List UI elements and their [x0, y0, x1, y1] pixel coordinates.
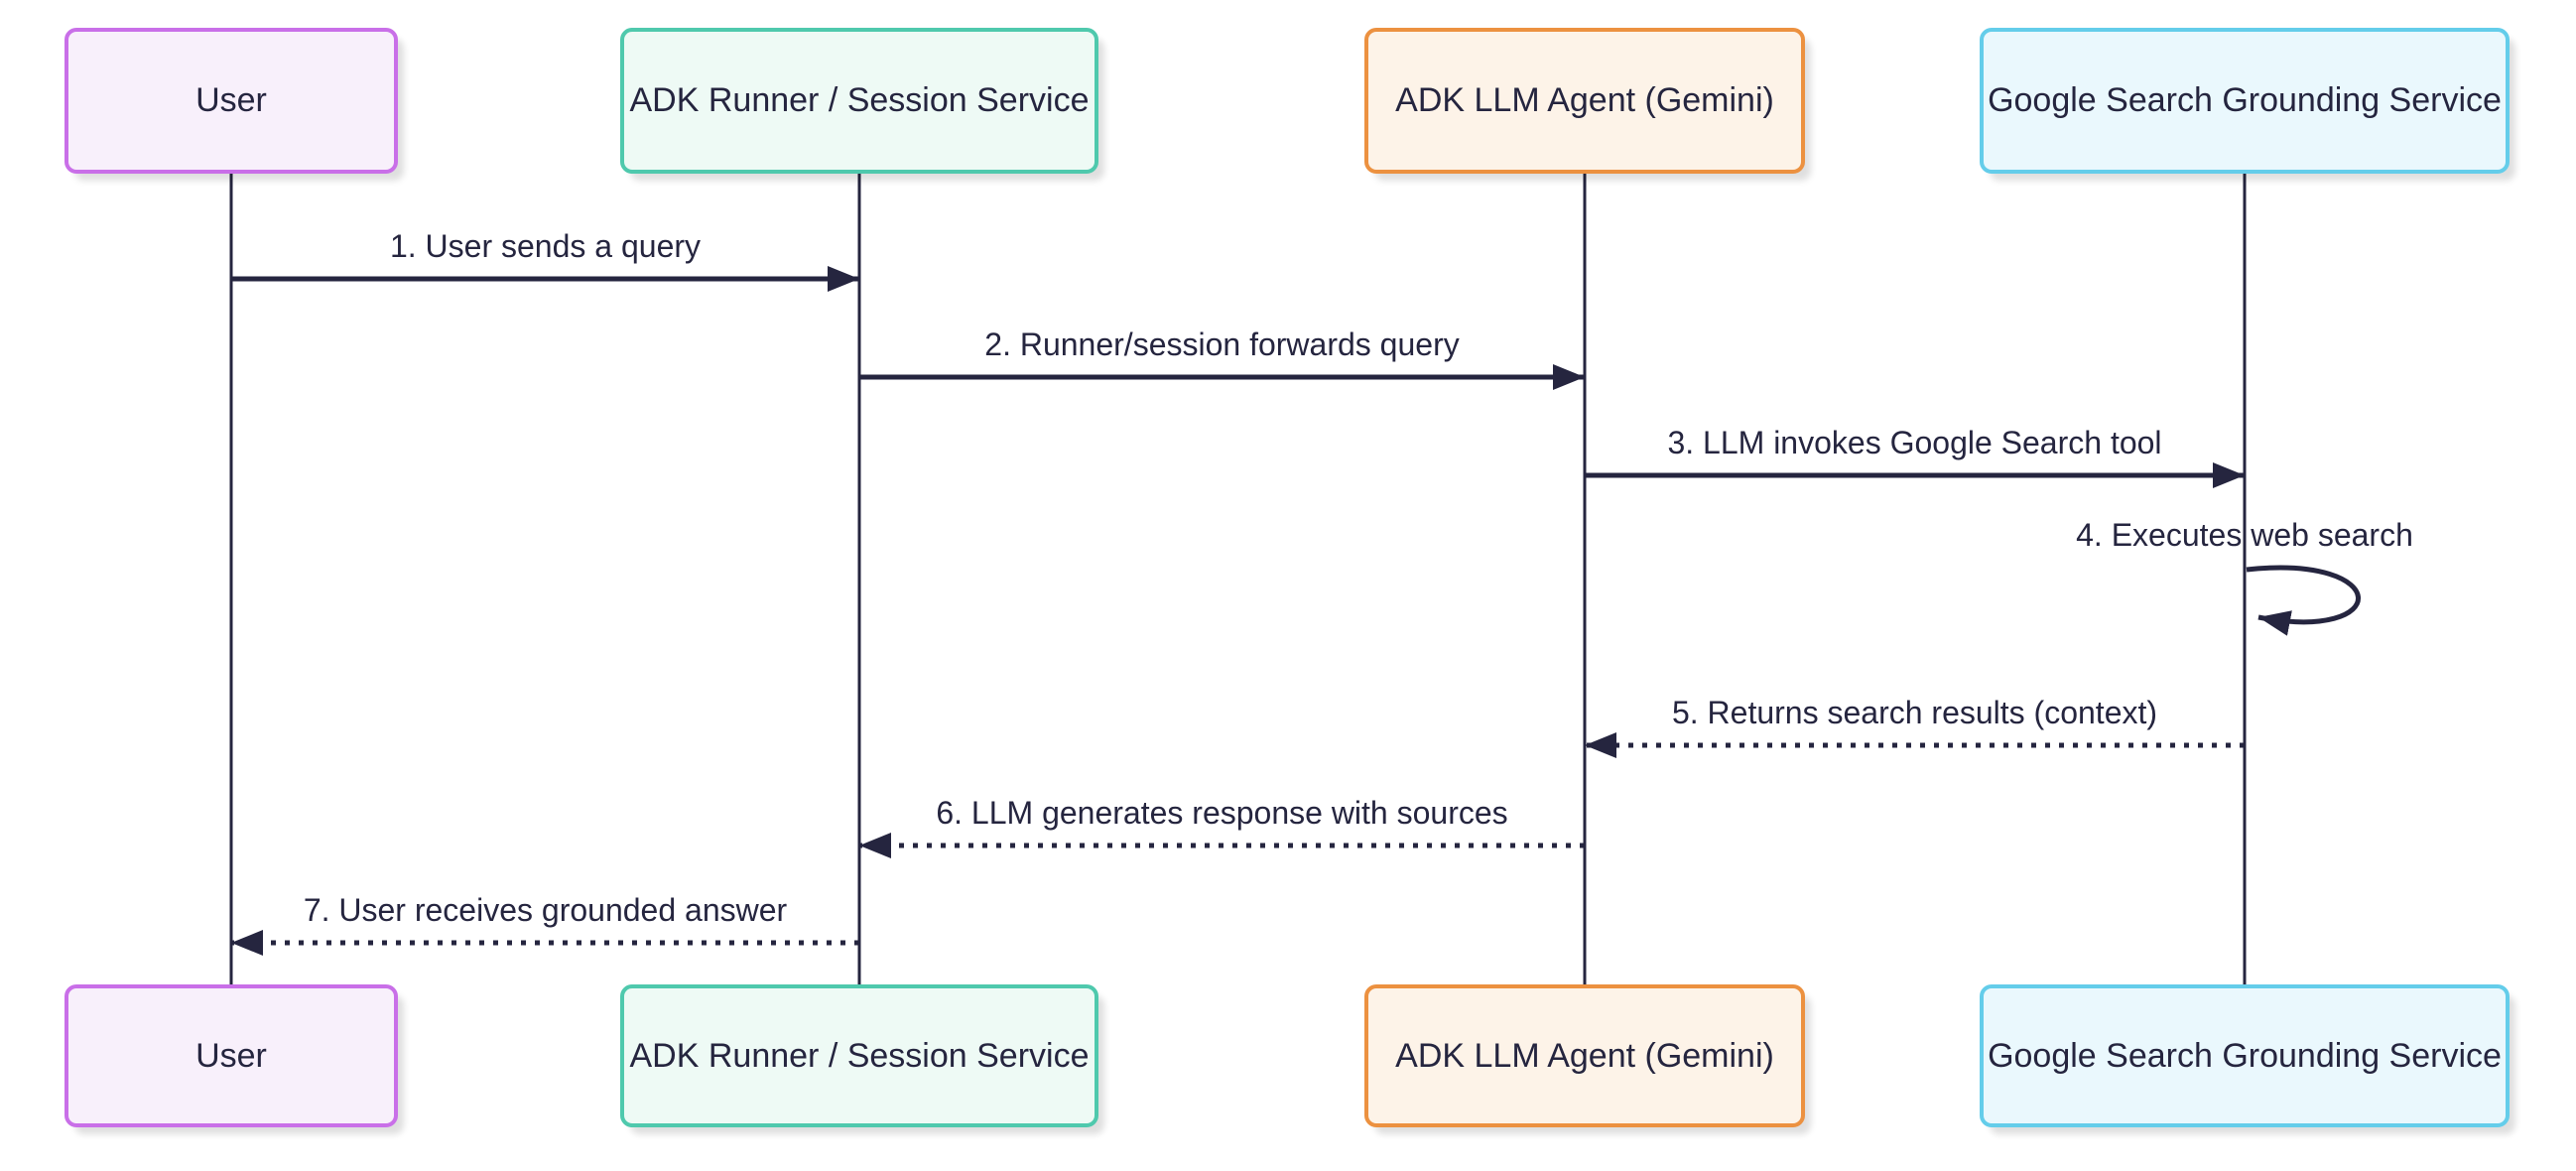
- actor-box-search-bottom: Google Search Grounding Service: [1980, 984, 2510, 1127]
- message-label-5: 5. Returns search results (context): [1671, 695, 2158, 730]
- actor-label: Google Search Grounding Service: [1988, 1036, 2502, 1075]
- message-label-6: 6. LLM generates response with sources: [936, 795, 1508, 831]
- message-label-3: 3. LLM invokes Google Search tool: [1667, 425, 2162, 460]
- actor-box-runner-top: ADK Runner / Session Service: [620, 28, 1098, 174]
- message-label-1: 1. User sends a query: [389, 228, 702, 264]
- actor-box-agent-bottom: ADK LLM Agent (Gemini): [1364, 984, 1805, 1127]
- actor-box-search-top: Google Search Grounding Service: [1980, 28, 2510, 174]
- actor-label: ADK LLM Agent (Gemini): [1395, 1036, 1774, 1075]
- actor-label: ADK LLM Agent (Gemini): [1395, 81, 1774, 119]
- actor-box-user-top: User: [64, 28, 398, 174]
- actor-label: Google Search Grounding Service: [1988, 81, 2502, 119]
- message-label-7: 7. User receives grounded answer: [303, 892, 788, 928]
- actor-box-agent-top: ADK LLM Agent (Gemini): [1364, 28, 1805, 174]
- message-arrow-4-self-loop: [2246, 565, 2361, 636]
- actor-label: User: [195, 1036, 267, 1075]
- actor-label: ADK Runner / Session Service: [629, 81, 1090, 119]
- actor-label: ADK Runner / Session Service: [629, 1036, 1090, 1075]
- actor-label: User: [195, 81, 267, 119]
- actor-box-user-bottom: User: [64, 984, 398, 1127]
- message-label-4: 4. Executes web search: [2076, 517, 2413, 553]
- message-label-2: 2. Runner/session forwards query: [984, 326, 1460, 362]
- actor-box-runner-bottom: ADK Runner / Session Service: [620, 984, 1098, 1127]
